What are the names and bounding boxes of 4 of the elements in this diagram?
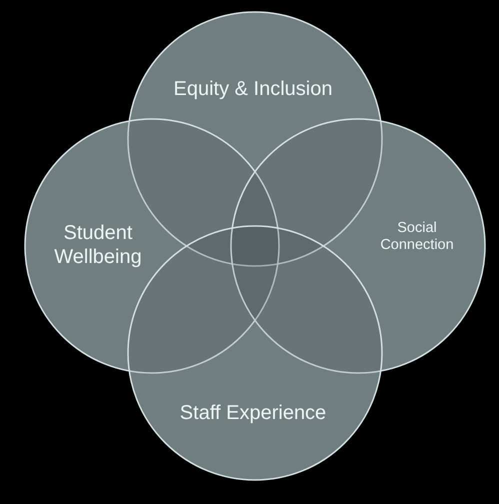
circle-label: Staff Experience — [178, 401, 328, 425]
circle-label: Social Connection — [379, 220, 455, 254]
circle-label: Equity & Inclusion — [172, 77, 334, 101]
circle-label: Student Wellbeing — [53, 221, 143, 269]
